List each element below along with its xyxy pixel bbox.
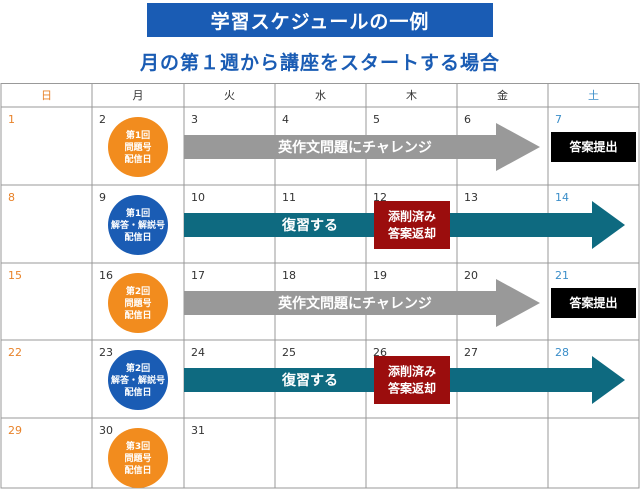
day-number: 18 xyxy=(282,269,296,282)
delivery-day-circle xyxy=(108,350,168,410)
circle-label: 第1回 xyxy=(126,129,150,141)
weekday-header: 金 xyxy=(497,88,508,102)
page-subtitle: 月の第１週から講座をスタートする場合 xyxy=(139,52,500,74)
day-number: 15 xyxy=(8,269,22,282)
delivery-day-circle xyxy=(108,195,168,255)
box-label: 添削済み xyxy=(388,364,436,379)
calendar-border xyxy=(0,83,640,489)
day-number: 28 xyxy=(555,346,569,359)
arrow-label: 英作文問題にチャレンジ xyxy=(277,139,432,156)
circle-label: 配信日 xyxy=(124,309,151,321)
submit-answer-box xyxy=(551,132,636,162)
circle-label: 配信日 xyxy=(124,386,151,398)
day-number: 22 xyxy=(8,346,22,359)
delivery-day-circle xyxy=(108,117,168,177)
day-number: 3 xyxy=(191,113,198,126)
day-number: 1 xyxy=(8,113,15,126)
challenge-arrow xyxy=(184,279,540,327)
day-number: 23 xyxy=(99,346,113,359)
box-label: 添削済み xyxy=(388,209,436,224)
day-number: 14 xyxy=(555,191,569,204)
graded-return-box xyxy=(374,201,450,249)
day-number: 13 xyxy=(464,191,478,204)
weekday-header: 日 xyxy=(41,89,52,102)
circle-label: 第2回 xyxy=(126,362,150,374)
day-number: 16 xyxy=(99,269,113,282)
day-number: 8 xyxy=(8,191,15,204)
submit-answer-box xyxy=(551,288,636,318)
day-number: 11 xyxy=(282,191,296,204)
day-number: 24 xyxy=(191,346,205,359)
circle-label: 問題号 xyxy=(124,142,151,153)
day-number: 20 xyxy=(464,269,478,282)
page-title: 学習スケジュールの一例 xyxy=(147,3,493,37)
day-number: 7 xyxy=(555,113,562,126)
day-number: 25 xyxy=(282,346,296,359)
arrow-label: 復習する xyxy=(281,372,338,389)
weekday-header: 土 xyxy=(588,89,599,102)
weekday-header: 水 xyxy=(315,89,326,102)
circle-label: 解答・解説号 xyxy=(111,219,165,231)
day-number: 29 xyxy=(8,424,22,437)
weekday-header: 木 xyxy=(406,89,417,102)
circle-label: 問題号 xyxy=(124,453,151,464)
circle-label: 第1回 xyxy=(126,207,150,219)
circle-label: 問題号 xyxy=(124,298,151,309)
weekday-header: 月 xyxy=(133,89,144,102)
day-number: 6 xyxy=(464,113,471,126)
delivery-day-circle xyxy=(108,273,168,333)
day-number: 5 xyxy=(373,113,380,126)
circle-label: 配信日 xyxy=(124,464,151,476)
day-number: 21 xyxy=(555,269,569,282)
box-label: 答案返却 xyxy=(388,226,436,241)
day-number: 19 xyxy=(373,269,387,282)
box-label: 答案返却 xyxy=(388,381,436,396)
delivery-day-circle xyxy=(108,428,168,488)
circle-label: 第2回 xyxy=(126,285,150,297)
circle-label: 解答・解説号 xyxy=(111,374,165,386)
challenge-arrow xyxy=(184,123,540,171)
arrow-label: 復習する xyxy=(281,217,338,234)
box-label: 答案提出 xyxy=(569,295,617,310)
day-number: 2 xyxy=(99,113,106,126)
day-number: 26 xyxy=(373,346,387,359)
graded-return-box xyxy=(374,356,450,404)
day-number: 30 xyxy=(99,424,113,437)
day-number: 10 xyxy=(191,191,205,204)
circle-label: 配信日 xyxy=(124,231,151,243)
circle-label: 配信日 xyxy=(124,153,151,165)
weekday-header: 火 xyxy=(224,89,235,102)
circle-label: 第3回 xyxy=(126,440,150,452)
arrow-label: 英作文問題にチャレンジ xyxy=(277,295,432,312)
day-number: 31 xyxy=(191,424,205,437)
box-label: 答案提出 xyxy=(569,139,617,154)
day-number: 17 xyxy=(191,269,205,282)
day-number: 4 xyxy=(282,113,289,126)
day-number: 9 xyxy=(99,191,106,204)
day-number: 12 xyxy=(373,191,387,204)
day-number: 27 xyxy=(464,346,478,359)
